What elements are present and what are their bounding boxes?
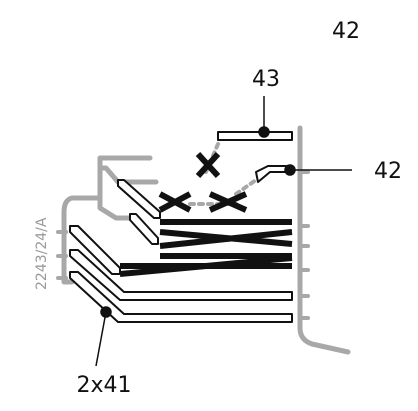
label-43: 43 xyxy=(252,67,280,92)
clip-connector xyxy=(97,155,153,173)
strap-43 xyxy=(217,131,293,141)
strap-lower-2 xyxy=(69,249,293,301)
left-loop-lower xyxy=(61,195,103,285)
x-top-b xyxy=(195,151,221,179)
cross-bands xyxy=(119,151,293,277)
strap-upper-a xyxy=(117,179,161,219)
reference-code: 2243/24/A xyxy=(34,217,50,290)
figure-number: 42 xyxy=(332,19,360,44)
label-42: 42 xyxy=(374,159,402,184)
right-post xyxy=(297,125,351,355)
strap-upper-b xyxy=(129,213,159,245)
strap-lower-3 xyxy=(69,271,293,323)
leaders xyxy=(95,96,352,367)
left-teeth xyxy=(56,230,68,280)
post-teeth xyxy=(298,170,310,320)
label-2x41: 2x41 xyxy=(76,373,131,398)
